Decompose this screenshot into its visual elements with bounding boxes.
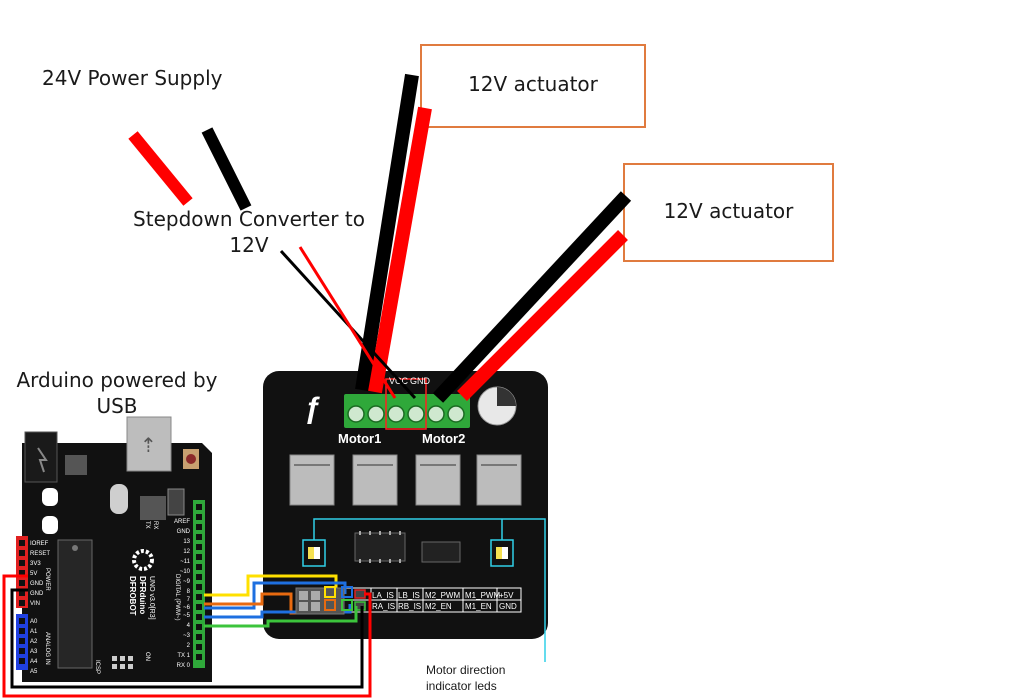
pin-m1-pwm: M1_PWM (465, 591, 500, 600)
arduino-label-line2: USB (96, 394, 138, 418)
digital-pin-11: ~11 (180, 559, 190, 565)
digital-pin-9: ~9 (183, 579, 191, 585)
pin-m2-en: M2_EN (425, 602, 452, 611)
digital-pin-aref: AREF (174, 519, 190, 525)
pin-ra-is: RA_IS (372, 602, 395, 611)
pin-5v: +5V (499, 591, 514, 600)
driver-logo-icon: ƒ (304, 392, 321, 425)
power-pin-vin: VIN (30, 601, 40, 607)
digital-pin-5: ~5 (183, 613, 191, 619)
analog-pin-a4: A4 (30, 659, 38, 665)
power-pin-gnd2: GND (30, 591, 44, 597)
pin-gnd: GND (499, 602, 517, 611)
digital-pin-6: ~6 (183, 605, 191, 611)
actuator2-red-wire (457, 230, 628, 401)
rx-led-label: RX (152, 521, 158, 529)
power-pin-gnd1: GND (30, 581, 44, 587)
digital-pin-8: 8 (187, 589, 191, 595)
actuator-label-1: 12V actuator (468, 72, 598, 96)
stepdown-converter-label: Stepdown Converter to 12V (118, 206, 380, 258)
stepdown-label-line1: Stepdown Converter to (133, 207, 365, 231)
analog-pin-a3: A3 (30, 649, 38, 655)
model-label: DFRduino (138, 576, 147, 614)
power-pin-5v: 5V (30, 571, 37, 577)
pin-m2-pwm: M2_PWM (425, 591, 460, 600)
brand-label: DFROBOT (128, 576, 137, 616)
supply-red-wire (128, 131, 193, 206)
arduino-power-label: Arduino powered by USB (2, 367, 232, 419)
arduino-board: ⇡ IOREF RESET 3V3 5V GND (16, 416, 212, 682)
digital-pin-10: ~10 (180, 569, 191, 575)
digital-header-label: DIGITAL (PWM~) (174, 574, 180, 621)
analog-pin-a5: A5 (30, 669, 38, 675)
terminal-label-gnd: GND (410, 376, 431, 386)
analog-pin-a1: A1 (30, 629, 38, 635)
stepdown-label-line2: 12V (229, 233, 269, 257)
supply-black-wire (201, 127, 252, 211)
stepdown-red-wire (298, 246, 397, 399)
pin-la-is: LA_IS (372, 591, 394, 600)
analog-header-label: ANALOG IN (44, 632, 50, 665)
actuator2-black-wire (432, 191, 632, 403)
arduino-label-line1: Arduino powered by (16, 368, 218, 392)
driver-ic-2 (421, 541, 461, 563)
motor1-label: Motor1 (338, 431, 381, 446)
actuator1-black-wire (355, 73, 419, 392)
usb-port-icon (126, 416, 172, 472)
pin-lb-is: LB_IS (398, 591, 420, 600)
on-led-label: ON (144, 652, 150, 661)
actuator-label-2: 12V actuator (663, 199, 794, 223)
motor-driver-board: ƒ VCC GND Motor1 Motor2 (263, 371, 548, 662)
digital-pin-13: 13 (183, 539, 190, 545)
dc-jack-icon (24, 431, 58, 483)
dfrobot-gear-icon (132, 549, 154, 571)
actuator-box-1: 12V actuator (420, 44, 646, 128)
driver-pin-header: LA_IS LB_IS M2_PWM M1_PWM +5V RA_IS RB_I… (343, 587, 522, 613)
tx-led-label: TX (144, 521, 150, 529)
svg-text:⇡: ⇡ (140, 435, 157, 457)
digital-pin-tx1: TX 1 (177, 653, 190, 659)
leds-label-line2: indicator leds (426, 679, 497, 693)
digital-pin-rx0: RX 0 (177, 663, 191, 669)
power-supply-label: 24V Power Supply (42, 66, 223, 90)
power-header-label: POWER (44, 568, 50, 591)
digital-pin-gnd: GND (177, 529, 191, 535)
digital-pin-3: ~3 (183, 633, 191, 639)
led-indicator-leader (313, 518, 546, 662)
digital-pin-2: 2 (187, 643, 191, 649)
led-indicator-label: Motor direction indicator leds (426, 662, 505, 694)
yellow-signal-wire (204, 574, 338, 597)
motor2-label: Motor2 (422, 431, 465, 446)
green-signal-wire (204, 606, 358, 628)
power-pin-reset: RESET (30, 551, 50, 557)
digital-pin-12: 12 (183, 549, 190, 555)
digital-pin-4: 4 (187, 623, 191, 629)
red-5v-wire (2, 574, 372, 698)
icsp-label: ICSP (94, 660, 100, 674)
atmega-chip (57, 539, 93, 669)
version-label: UNO v3.0[R3] (148, 576, 155, 620)
digital-pin-7: 7 (187, 597, 191, 603)
actuator-box-2: 12V actuator (623, 163, 834, 262)
pin-m1-en: M1_EN (465, 602, 492, 611)
black-gnd-wire (10, 588, 364, 689)
pin-rb-is: RB_IS (398, 602, 421, 611)
signal-connector (295, 586, 353, 615)
analog-pin-a2: A2 (30, 639, 38, 645)
driver-ic-1 (354, 532, 406, 562)
leds-label-line1: Motor direction (426, 663, 506, 677)
actuator1-red-wire (368, 106, 432, 394)
power-pin-ioref: IOREF (30, 541, 49, 547)
power-pin-3v3: 3V3 (30, 561, 41, 567)
analog-pin-a0: A0 (30, 619, 38, 625)
